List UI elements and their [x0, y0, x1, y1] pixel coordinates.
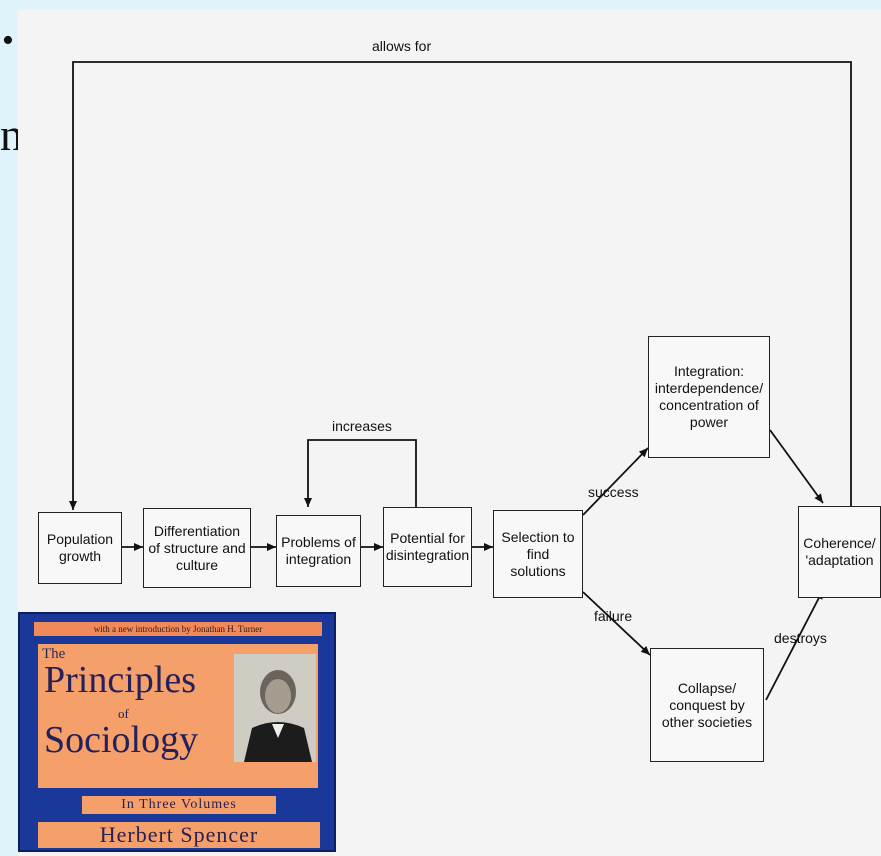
node-coherence-adaptation: Coherence/ 'adaptation [798, 506, 881, 598]
node-collapse: Collapse/ conquest by other societies [650, 648, 764, 762]
label-failure: failure [594, 608, 633, 624]
book-title-panel: The Principles of Sociology [38, 644, 318, 788]
book-title-principles: Principles [44, 659, 196, 701]
edge-increases [304, 439, 417, 507]
edge-failure [582, 591, 651, 656]
book-volumes-label: In Three Volumes [82, 796, 276, 814]
diagram-edges [69, 61, 852, 701]
label-destroys: destroys [774, 630, 827, 646]
book-cover: with a new introduction by Jonathan H. T… [18, 612, 336, 852]
author-portrait [234, 654, 316, 762]
book-title-of: of [118, 706, 129, 721]
slide-bullet: • [2, 22, 14, 59]
node-problems-of-integration: Problems of integration [276, 515, 361, 587]
edge-integration-to-coherence [769, 429, 824, 504]
edge-success [582, 447, 649, 516]
book-title-sociology: Sociology [44, 719, 199, 761]
label-increases: increases [332, 418, 392, 434]
edge-destroys [765, 589, 824, 701]
edge-allows-for [69, 61, 852, 510]
node-potential-for-disintegration: Potential for disintegration [383, 507, 472, 587]
book-author: Herbert Spencer [38, 822, 320, 848]
book-intro-band: with a new introduction by Jonathan H. T… [34, 622, 322, 636]
slide-partial-text: n [0, 109, 23, 160]
node-selection-to-find-solutions: Selection to find solutions [493, 510, 583, 598]
node-population-growth: Population growth [38, 512, 122, 584]
portrait-figure [234, 654, 316, 762]
node-integration: Integration: interdependence/ concentrat… [648, 336, 770, 458]
book-title-the: The [42, 646, 66, 662]
label-allows-for: allows for [372, 38, 432, 54]
label-success: success [588, 484, 639, 500]
node-differentiation: Differentiation of structure and culture [143, 508, 251, 588]
